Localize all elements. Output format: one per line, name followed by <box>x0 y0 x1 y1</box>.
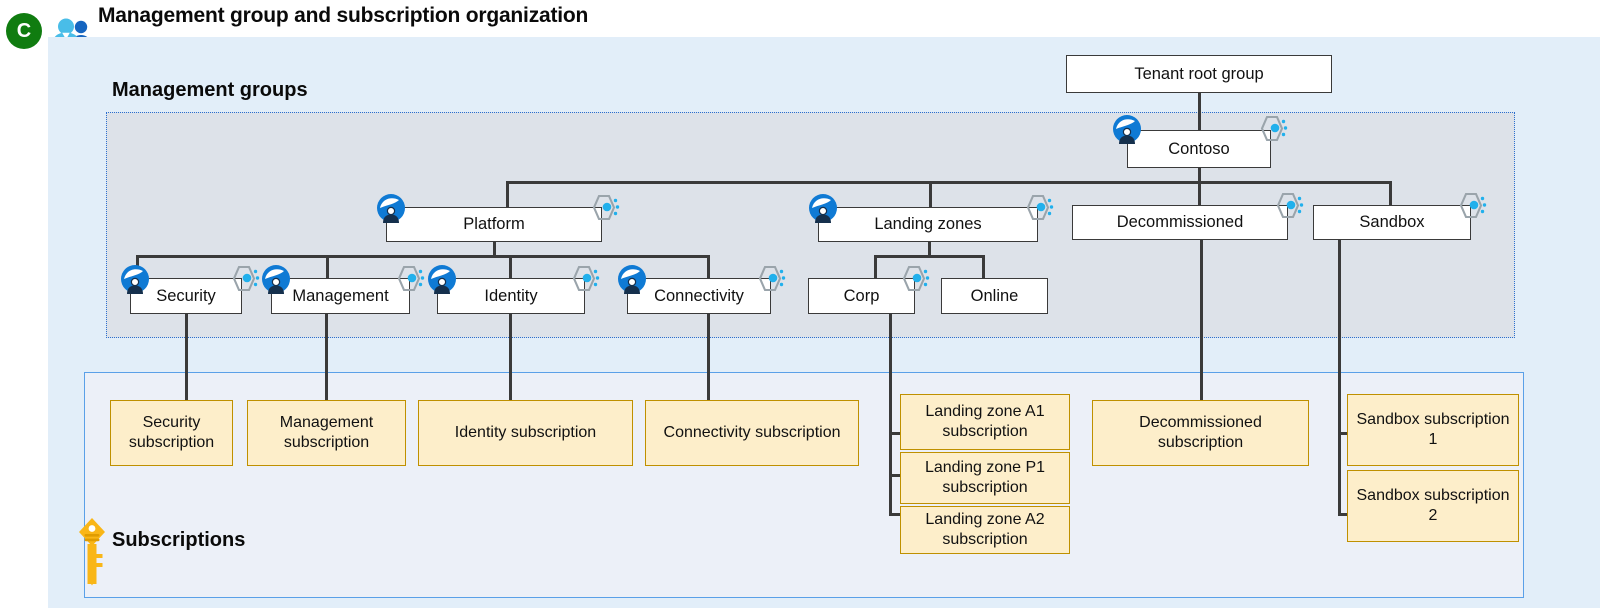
subscription-security[interactable]: Security subscription <box>110 400 233 466</box>
subscriptions-label: Subscriptions <box>112 529 246 551</box>
subscription-connectivity[interactable]: Connectivity subscription <box>645 400 859 466</box>
subscription-landing-zone-p1[interactable]: Landing zone P1 subscription <box>900 452 1070 504</box>
connector-contoso-down <box>1198 168 1201 182</box>
subscription-decommissioned[interactable]: Decommissioned subscription <box>1092 400 1309 466</box>
page-title: Management group and subscription organi… <box>98 4 589 27</box>
connector-root-contoso <box>1198 92 1201 130</box>
connector-drop-platform <box>506 181 509 208</box>
connector-drop-security <box>136 255 139 278</box>
subscription-sandbox-2[interactable]: Sandbox subscription 2 <box>1347 470 1519 542</box>
mg-corp[interactable]: Corp <box>808 278 915 314</box>
connector-level2-bus <box>506 181 1390 184</box>
subscription-landing-zone-a1[interactable]: Landing zone A1 subscription <box>900 394 1070 450</box>
subscription-sandbox-1[interactable]: Sandbox subscription 1 <box>1347 394 1519 466</box>
connector-corp-trunk <box>889 314 892 514</box>
mg-sandbox[interactable]: Sandbox <box>1313 205 1471 240</box>
subscription-identity[interactable]: Identity subscription <box>418 400 633 466</box>
connector-drop-sandbox <box>1389 181 1392 208</box>
subscription-management[interactable]: Management subscription <box>247 400 406 466</box>
management-groups-label: Management groups <box>112 79 308 101</box>
connector-drop-management <box>326 255 329 278</box>
connector-lz-down <box>928 241 931 256</box>
connector-corp-branch-p1 <box>889 474 903 477</box>
mg-tenant-root-group[interactable]: Tenant root group <box>1066 55 1332 93</box>
mg-security[interactable]: Security <box>130 278 242 314</box>
connector-security-sub <box>185 314 188 400</box>
connector-decommissioned-sub <box>1200 238 1203 400</box>
mg-management[interactable]: Management <box>271 278 410 314</box>
mg-connectivity[interactable]: Connectivity <box>627 278 771 314</box>
mg-identity[interactable]: Identity <box>437 278 585 314</box>
connector-drop-identity <box>509 255 512 278</box>
connector-corp-branch-a1 <box>889 432 903 435</box>
connector-lz-bus <box>874 255 984 258</box>
mg-decommissioned[interactable]: Decommissioned <box>1072 205 1288 240</box>
mg-landing-zones[interactable]: Landing zones <box>818 207 1038 242</box>
mg-contoso[interactable]: Contoso <box>1127 130 1271 168</box>
connector-drop-connectivity <box>707 255 710 278</box>
connector-identity-sub <box>509 314 512 400</box>
connector-corp-branch-a2 <box>889 513 903 516</box>
connector-sandbox-branch-1 <box>1338 432 1350 435</box>
connector-drop-landingzones <box>929 181 932 208</box>
connector-drop-online <box>982 255 985 278</box>
subscription-landing-zone-a2[interactable]: Landing zone A2 subscription <box>900 506 1070 554</box>
connector-platform-down <box>493 241 496 256</box>
connector-sandbox-branch-2 <box>1338 513 1350 516</box>
connector-drop-corp <box>874 255 877 278</box>
mg-platform[interactable]: Platform <box>386 207 602 242</box>
connector-connectivity-sub <box>707 314 710 400</box>
connector-platform-bus <box>136 255 707 258</box>
key-icon <box>79 518 105 586</box>
connector-sandbox-trunk <box>1338 238 1341 516</box>
connector-drop-decommissioned <box>1198 181 1201 208</box>
mg-online[interactable]: Online <box>941 278 1048 314</box>
connector-management-sub <box>325 314 328 400</box>
contoso-badge-icon: C <box>6 13 42 49</box>
